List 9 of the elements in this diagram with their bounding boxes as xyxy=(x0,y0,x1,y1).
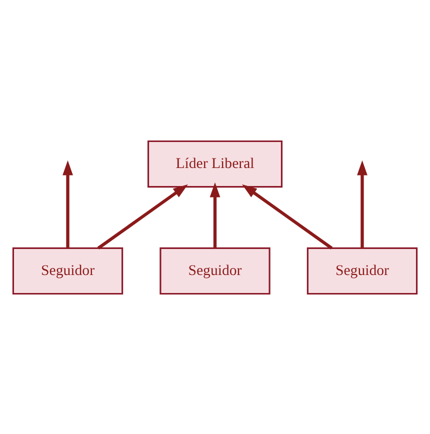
arrow xyxy=(210,182,220,248)
node-box: Líder Liberal xyxy=(147,140,283,188)
arrow xyxy=(62,160,73,248)
node-box: Seguidor xyxy=(306,246,418,294)
node-box: Seguidor xyxy=(12,246,124,294)
arrow xyxy=(242,184,333,249)
arrow xyxy=(97,184,188,249)
node-box: Seguidor xyxy=(160,246,270,294)
arrow xyxy=(357,160,368,248)
